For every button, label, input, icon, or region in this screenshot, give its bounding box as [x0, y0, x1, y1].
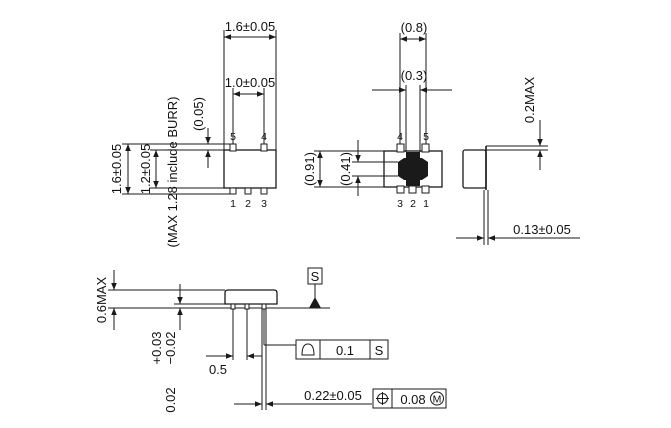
bottom-pin-number-2: 2 [410, 198, 416, 210]
bottom-pad-1 [421, 185, 430, 194]
standoff-base-label: 0.02 [163, 387, 178, 412]
pin-number-1: 1 [230, 198, 236, 210]
profile-surface-icon [301, 343, 315, 356]
datum-triangle [309, 297, 321, 308]
bottom-view: (0.8) (0.3) (0.91) (0.41) 4 5 3 2 1 [302, 20, 452, 210]
flatness-datum-box [369, 339, 389, 360]
bottom-lead-3 [260, 187, 268, 195]
pad-width-label: (0.41) [338, 152, 353, 186]
bottom-pad-2 [408, 185, 417, 194]
top-view: 1.6±0.05 1.0±0.05 (0.05) 1.6±0.05 1.2±0.… [109, 19, 277, 248]
burr-note: (MAX 1.28 include BURR) [165, 97, 180, 248]
top-lead-5 [229, 143, 237, 152]
position-value: 0.08 [400, 392, 425, 407]
body-dimension-label: 1.2±0.05 [138, 144, 153, 195]
bottom-pin-number-1: 1 [423, 198, 429, 210]
bottom-lead-2 [244, 187, 252, 195]
max-material-modifier: M [433, 394, 442, 406]
width-dimension-label: 1.6±0.05 [225, 19, 276, 34]
lead-width-label: 0.22±0.05 [304, 388, 362, 403]
pin-number-3: 3 [261, 198, 267, 210]
standoff-minus-tol: −0.02 [163, 332, 178, 365]
center-pad-tab-top [406, 152, 420, 158]
side-max-label: 0.2MAX [522, 77, 537, 124]
standoff-plus-tol: +0.03 [149, 332, 164, 365]
pin-number-2: 2 [245, 198, 251, 210]
pin-span-dimension-label: 1.0±0.05 [225, 75, 276, 90]
center-exposed-pad [398, 158, 428, 180]
bottom-pad-5 [421, 143, 430, 153]
pin-number-5: 5 [230, 131, 236, 143]
bottom-pad-3 [396, 185, 405, 194]
lead-pitch-label: 0.5 [209, 362, 227, 377]
front-view-body [224, 289, 278, 305]
front-view: 0.6MAX 0.02 +0.03 −0.02 0.5 S 0.1 S [94, 267, 447, 413]
bottom-pin-number-5: 5 [423, 131, 429, 143]
front-lead-2 [244, 303, 250, 310]
flatness-symbol-box [295, 339, 321, 360]
bottom-pin-number-4: 4 [397, 131, 403, 143]
front-lead-1 [230, 303, 236, 310]
flatness-datum: S [375, 343, 384, 358]
max-material-icon [430, 391, 444, 406]
front-lead-3 [261, 303, 267, 310]
bottom-pad-4 [396, 143, 405, 153]
side-view-body [462, 149, 487, 189]
bottom-pin-number-3: 3 [397, 198, 403, 210]
lead-protrusion-label: (0.05) [191, 97, 206, 131]
lead-thickness-label: 0.13±0.05 [513, 222, 571, 237]
datum-s-label: S [311, 269, 320, 284]
pad-gap-label: (0.3) [401, 68, 428, 83]
top-view-body [223, 149, 277, 189]
pad-height-label: (0.91) [302, 152, 317, 186]
center-pad-tab-bottom [406, 180, 420, 186]
pad-pitch-label: (0.8) [401, 20, 428, 35]
flatness-value: 0.1 [336, 343, 354, 358]
top-lead-4 [260, 143, 268, 152]
front-height-label: 0.6MAX [94, 277, 109, 324]
side-view: 0.2MAX 0.13±0.05 [456, 77, 580, 245]
height-dimension-label: 1.6±0.05 [109, 144, 124, 195]
pin-number-4: 4 [261, 131, 267, 143]
bottom-lead-1 [229, 187, 237, 195]
